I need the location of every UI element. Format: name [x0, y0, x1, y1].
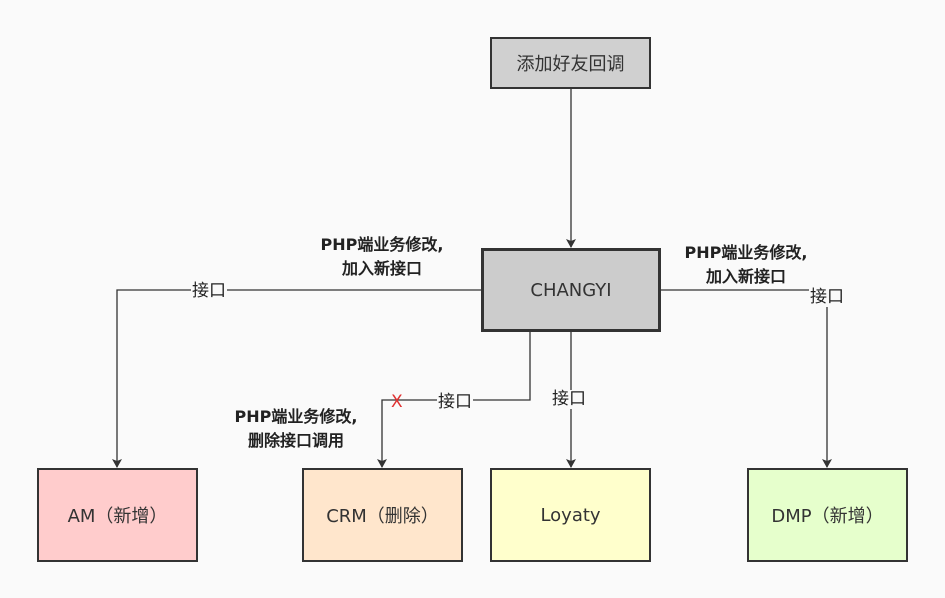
note-am-line1: PHP端业务修改,: [320, 235, 444, 254]
note-dmp-line1: PHP端业务修改,: [684, 243, 808, 262]
node-am-label: AM（新增）: [67, 506, 168, 527]
node-am[interactable]: AM（新增）: [37, 468, 198, 562]
node-add-friend-callback-label: 添加好友回调: [516, 54, 625, 75]
note-am-line2: 加入新接口: [341, 259, 422, 278]
edge-label-am: 接口: [191, 281, 227, 301]
node-changyi-label: CHANGYI: [530, 279, 612, 301]
node-crm-label: CRM（删除）: [326, 506, 439, 527]
edge-changyi-to-am: [112, 289, 482, 468]
node-changyi[interactable]: CHANGYI: [481, 248, 661, 332]
crm-removed-mark: X: [391, 392, 403, 412]
note-am: PHP端业务修改, 加入新接口: [300, 233, 464, 281]
note-dmp-line2: 加入新接口: [705, 267, 786, 286]
edge-label-dmp: 接口: [809, 287, 845, 307]
node-crm[interactable]: CRM（删除）: [302, 468, 463, 562]
edge-label-loyaty: 接口: [551, 389, 587, 409]
node-dmp[interactable]: DMP（新增）: [747, 468, 908, 562]
node-add-friend-callback[interactable]: 添加好友回调: [490, 37, 651, 89]
note-dmp: PHP端业务修改, 加入新接口: [664, 241, 828, 289]
edge-changyi-to-dmp: [660, 289, 832, 468]
node-dmp-label: DMP（新增）: [771, 506, 884, 527]
node-loyaty-label: Loyaty: [540, 504, 601, 526]
note-crm: PHP端业务修改, 删除接口调用: [214, 405, 378, 453]
edge-label-crm: 接口: [437, 392, 473, 412]
node-loyaty[interactable]: Loyaty: [490, 468, 651, 562]
note-crm-line1: PHP端业务修改,: [234, 407, 358, 426]
note-crm-line2: 删除接口调用: [247, 431, 344, 450]
